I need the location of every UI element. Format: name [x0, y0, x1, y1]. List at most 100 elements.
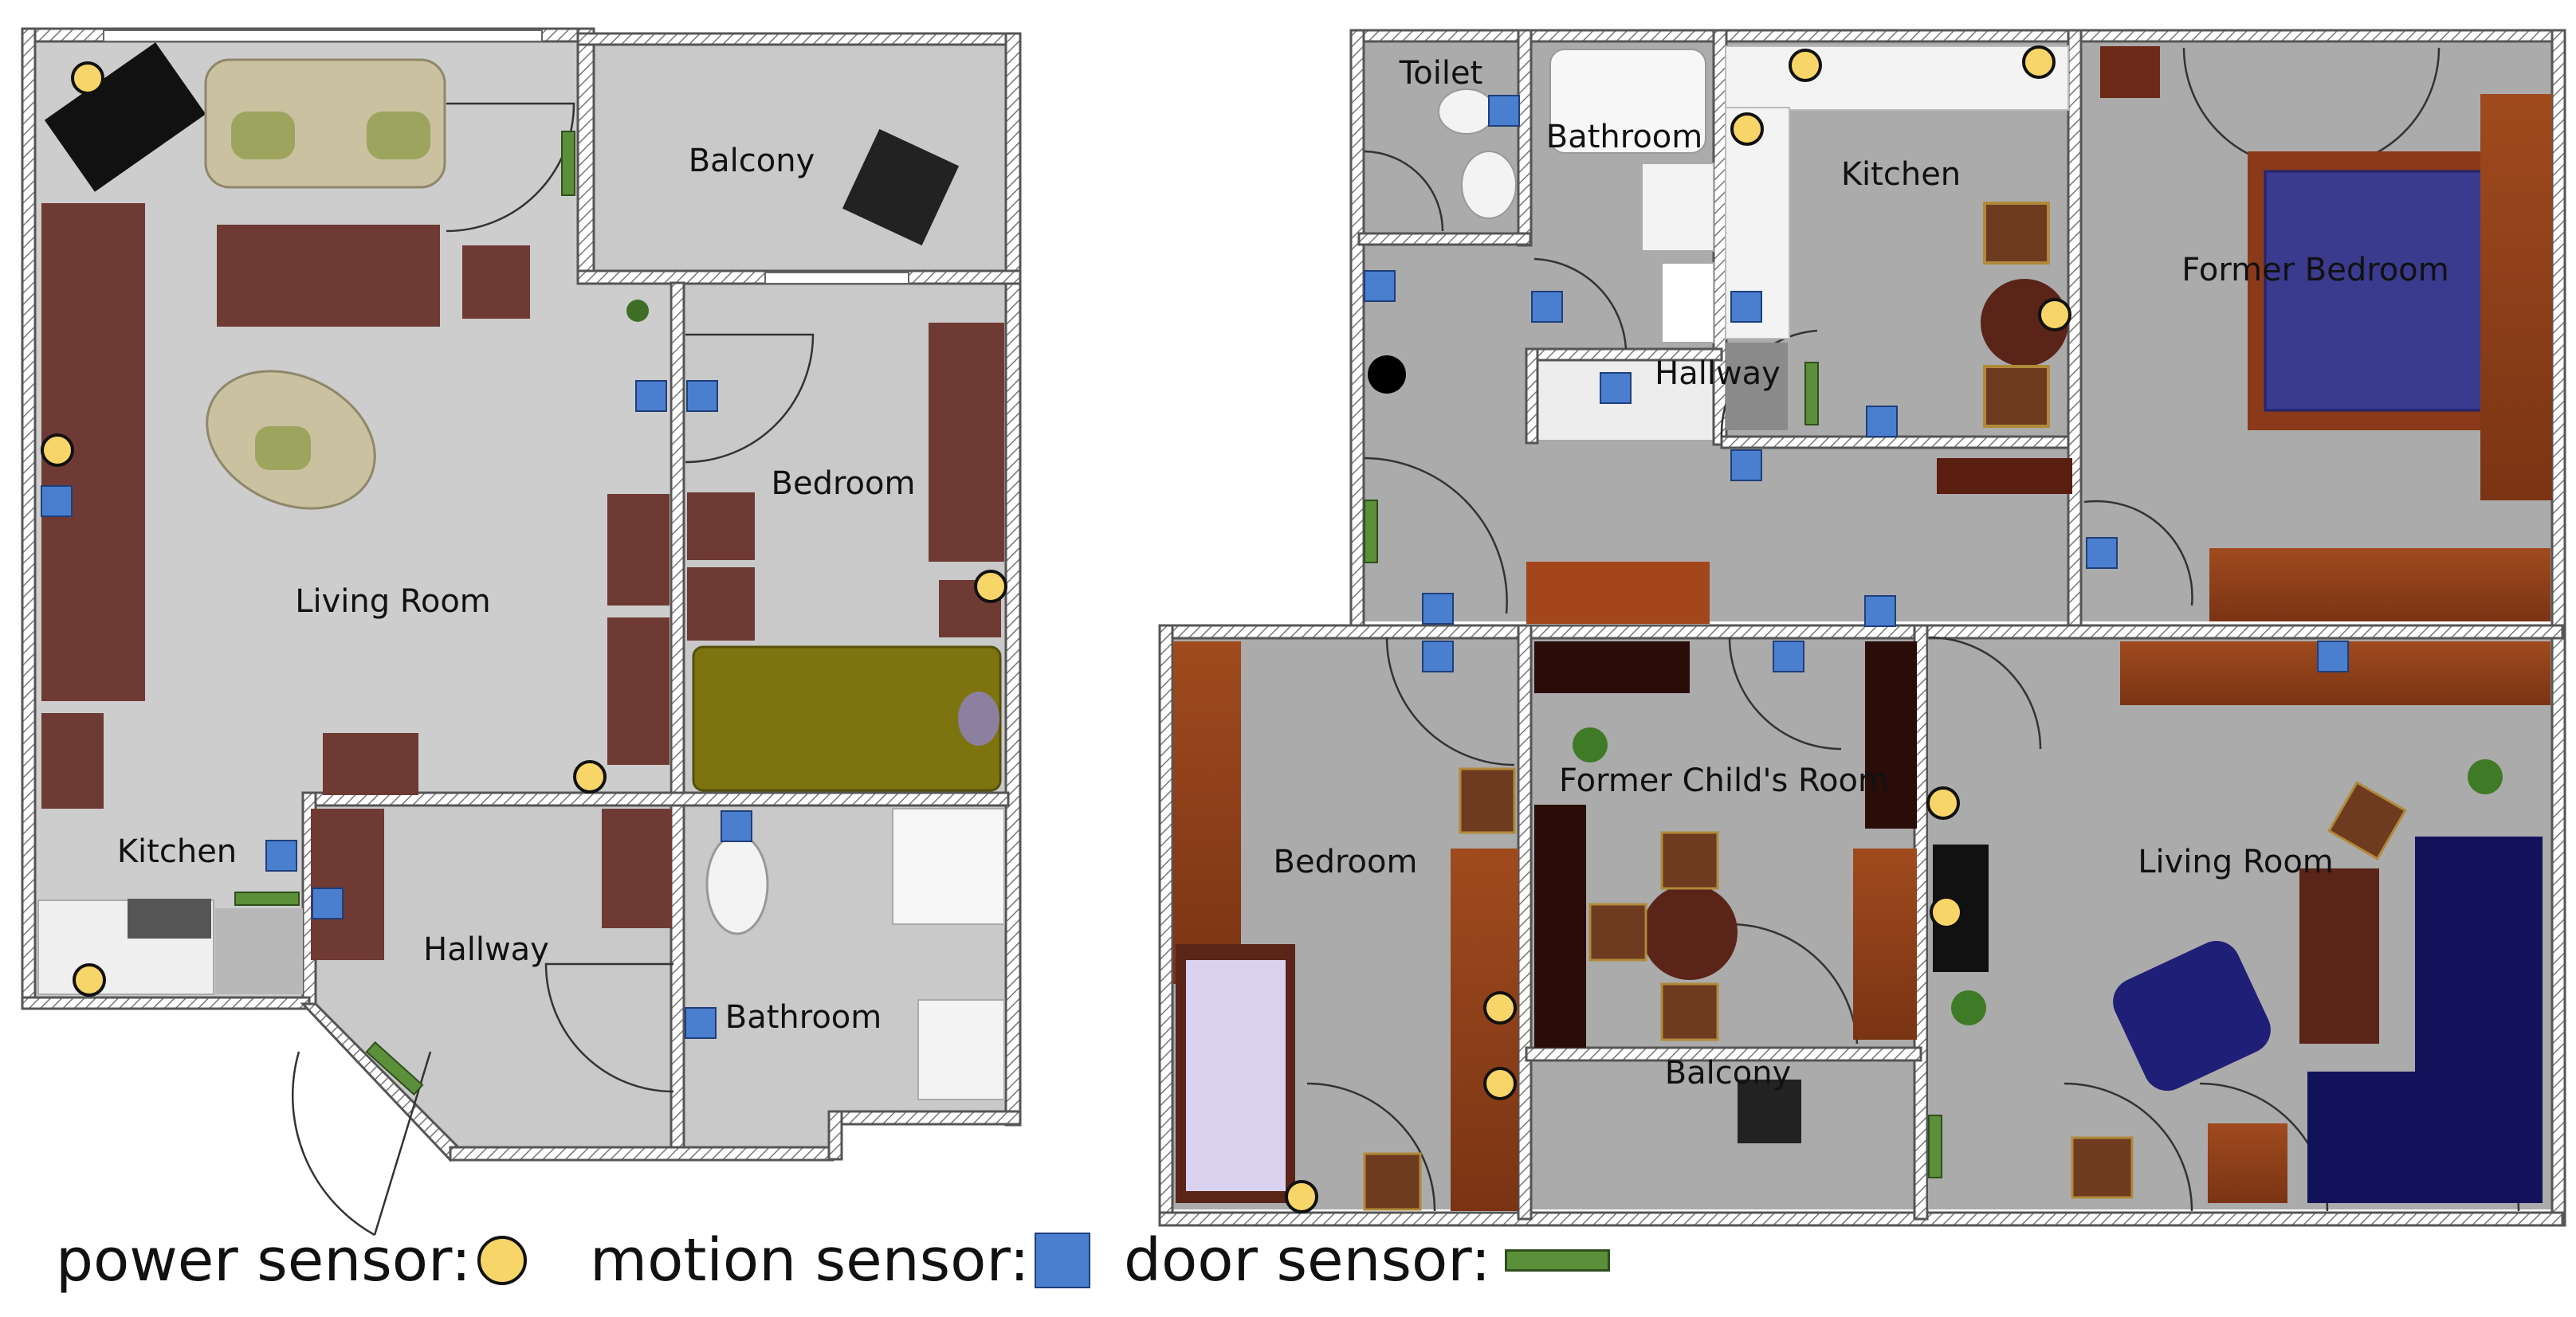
- motion-sensor: [2086, 537, 2118, 569]
- armchair-right: [2113, 940, 2271, 1092]
- bedroom-chair-right: [1459, 767, 1516, 834]
- power-sensor: [1789, 49, 1822, 82]
- left-apartment: Balcony Bedroom Living Room Kitchen Hall…: [21, 27, 1022, 1237]
- label-kitchen-left: Kitchen: [117, 833, 237, 870]
- toilet-right: [1438, 88, 1495, 135]
- bed: [692, 645, 1002, 792]
- wardrobe-right: [2480, 94, 2552, 500]
- legend-power-sensor: power sensor:: [56, 1226, 528, 1295]
- childs-shelf-left: [1534, 805, 1586, 1048]
- plant-living: [626, 300, 649, 322]
- label-toilet-right: Toilet: [1399, 55, 1483, 92]
- label-bedroom-right: Bedroom: [1274, 844, 1418, 880]
- dining-chair-2: [1983, 365, 2050, 428]
- power-sensor: [2038, 298, 2071, 331]
- bedroom-chair-2: [687, 567, 755, 641]
- motion-sensor: [1866, 406, 1898, 437]
- right-apartment: Toilet Bathroom Kitchen Former Bedroom H…: [1158, 29, 2566, 1227]
- motion-sensor: [1600, 372, 1632, 404]
- childs-shelf-top: [1534, 641, 1690, 693]
- sofa-cushion-2: [367, 112, 430, 159]
- power-sensor: [1730, 112, 1764, 146]
- plant-childs: [1573, 727, 1608, 762]
- power-sensor: [1483, 1067, 1517, 1100]
- power-sensor: [2022, 45, 2056, 79]
- motion-sensor: [1730, 291, 1762, 323]
- living-table-right: [2299, 868, 2379, 1044]
- plant-living-right-1: [1951, 990, 1986, 1025]
- balcony-floor-right: [1530, 1060, 1921, 1209]
- toilet-sink: [1461, 151, 1517, 219]
- childs-chair-2: [1660, 982, 1719, 1041]
- bathroom-sink: [917, 999, 1005, 1100]
- living-chair-right: [2327, 781, 2407, 860]
- motion-sensor: [41, 485, 73, 517]
- door-sensor: [234, 892, 300, 906]
- living-stool-2: [2071, 1136, 2134, 1199]
- right-motion-sensors: [1364, 95, 2349, 672]
- door-sensor: [1364, 500, 1378, 563]
- left-windows: [103, 29, 909, 284]
- shower: [892, 808, 1005, 925]
- motion-sensor: [1730, 449, 1762, 481]
- childs-desk: [1853, 849, 1917, 1040]
- bedroom-stool-right: [1363, 1152, 1422, 1211]
- right-door-sensors: [1364, 362, 1942, 1178]
- washing-machine: [1661, 262, 1714, 343]
- right-room-labels: Toilet Bathroom Kitchen Former Bedroom H…: [1274, 55, 2449, 1092]
- dark-object-hallway: [1368, 355, 1406, 394]
- label-living-room-left: Living Room: [295, 583, 491, 620]
- legend-motion-sensor: motion sensor:: [590, 1231, 1090, 1290]
- tv-stand: [44, 42, 206, 192]
- power-sensor: [1285, 1180, 1318, 1213]
- bedroom-wardrobe: [929, 323, 1004, 562]
- motion-sensor: [685, 1007, 717, 1039]
- motion-sensor: [2317, 641, 2349, 672]
- bedroom-mattress-right: [1186, 960, 1286, 1191]
- label-hallway-left: Hallway: [423, 931, 549, 968]
- balcony-chair-right: [1738, 1080, 1801, 1143]
- dining-chair-1: [1983, 202, 2050, 265]
- motion-sensor: [1773, 641, 1804, 672]
- label-bedroom-left: Bedroom: [772, 465, 916, 502]
- motion-sensor-icon: [1034, 1233, 1090, 1288]
- door-sensor: [561, 131, 575, 196]
- label-hallway-right: Hallway: [1655, 355, 1781, 392]
- plant-table: [323, 733, 418, 795]
- left-furniture: [37, 42, 1005, 1100]
- hallway-cabinet-right: [1526, 562, 1710, 624]
- power-sensor-icon: [477, 1236, 528, 1285]
- power-sensor: [1926, 786, 1960, 820]
- bedroom-chair-1: [687, 492, 755, 560]
- label-bathroom-right: Bathroom: [1546, 119, 1702, 155]
- left-door-swings: [291, 102, 815, 1237]
- left-door-sensors: [234, 131, 575, 1096]
- door-sensor: [1928, 1115, 1942, 1178]
- armchair-small: [462, 245, 530, 319]
- bathtub: [1549, 49, 1706, 154]
- label-former-bedroom: Former Bedroom: [2181, 252, 2448, 288]
- power-sensor: [71, 61, 104, 95]
- kitchen-stove: [128, 899, 211, 939]
- left-motion-sensors: [41, 380, 752, 1039]
- left-power-sensors: [41, 61, 1007, 997]
- motion-sensor: [265, 840, 297, 872]
- shelf-bedroom-wall-1: [607, 494, 670, 606]
- right-walls: [1158, 29, 2566, 1227]
- corner-sofa: [2307, 837, 2543, 1203]
- label-bathroom-left: Bathroom: [725, 999, 882, 1036]
- power-sensor: [573, 760, 607, 794]
- hallway-bench: [1937, 458, 2072, 494]
- kitchen-dark-strip: [1726, 343, 1788, 430]
- motion-sensor: [721, 810, 752, 842]
- living-stool-right: [2208, 1123, 2287, 1203]
- motion-sensor: [1864, 595, 1896, 627]
- right-power-sensors: [1285, 45, 2071, 1213]
- label-former-childs-room: Former Child's Room: [1559, 762, 1889, 799]
- legend-power-label: power sensor:: [56, 1226, 472, 1295]
- motion-sensor: [686, 380, 718, 412]
- childs-chair-3: [1588, 903, 1647, 962]
- childs-shelf-right: [1865, 641, 1917, 829]
- door-sensor-icon: [1505, 1249, 1611, 1272]
